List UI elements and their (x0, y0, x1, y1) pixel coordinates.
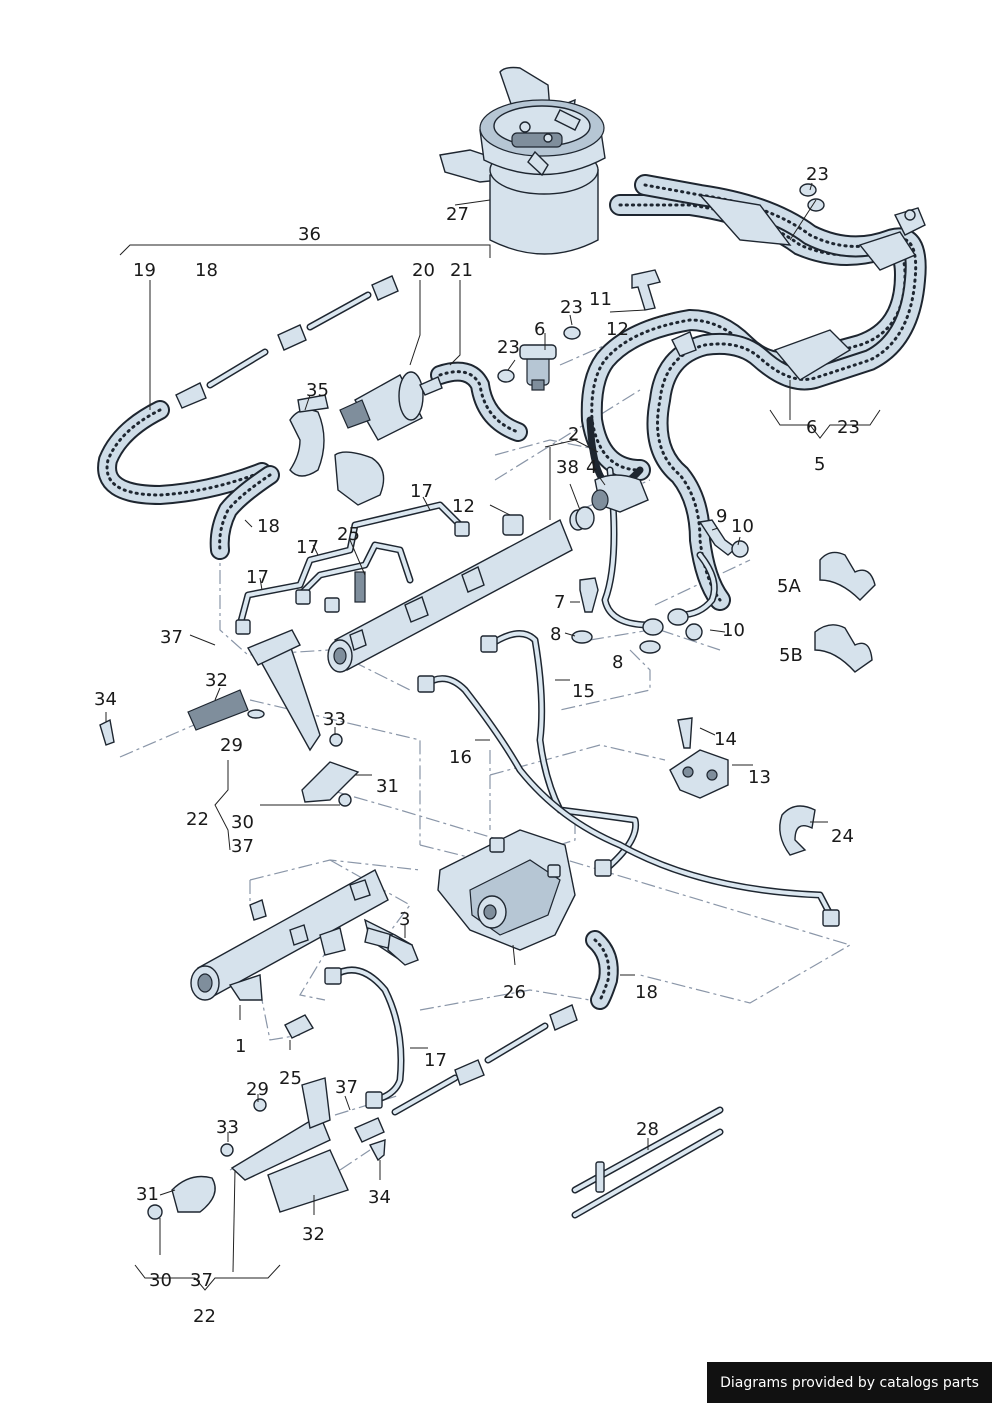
label-2: 2 (568, 424, 579, 445)
label-4: 4 (586, 457, 597, 478)
callout-labels: 27 36 19 18 20 21 23 11 23 12 6 23 35 6 … (94, 164, 860, 1327)
label-26: 26 (503, 982, 526, 1003)
label-17-b: 17 (296, 537, 319, 558)
label-28: 28 (636, 1119, 659, 1140)
hose-with-connectors (175, 275, 399, 409)
label-18-top: 18 (195, 260, 218, 281)
label-32-top: 32 (205, 670, 228, 691)
label-23-valve: 23 (560, 297, 583, 318)
label-12-top: 12 (606, 319, 629, 340)
label-29-bottom: 29 (246, 1079, 269, 1100)
high-pressure-pump (437, 829, 576, 951)
label-33-top: 33 (323, 709, 346, 730)
return-hose-lower (354, 1004, 578, 1143)
label-5A: 5A (777, 576, 801, 597)
label-34-top: 34 (94, 689, 117, 710)
hose-clips (779, 551, 876, 856)
label-33-bottom: 33 (216, 1117, 239, 1138)
label-25-top: 25 (337, 524, 360, 545)
label-31-bottom: 31 (136, 1184, 159, 1205)
label-7: 7 (554, 592, 565, 613)
label-17-a: 17 (410, 481, 433, 502)
label-6-bottom: 6 (806, 417, 817, 438)
label-30-top: 30 (231, 812, 254, 833)
small-hardware (571, 506, 749, 654)
label-19: 19 (133, 260, 156, 281)
label-5B: 5B (779, 645, 803, 666)
label-18-left: 18 (257, 516, 280, 537)
fuel-rail-lower (190, 869, 414, 1039)
pressure-sensor (364, 927, 419, 966)
label-12-rail: 12 (452, 496, 475, 517)
label-16: 16 (449, 747, 472, 768)
label-10-top: 10 (731, 516, 754, 537)
label-11: 11 (589, 289, 612, 310)
fuel-rail-upper (327, 474, 649, 673)
inline-fuel-filter (339, 371, 443, 441)
label-37-bottom: 37 (190, 1270, 213, 1291)
fuel-injector-lower (147, 1077, 386, 1220)
label-22-bottom: 22 (193, 1306, 216, 1327)
label-17-d: 17 (424, 1050, 447, 1071)
label-5: 5 (814, 454, 825, 475)
label-13: 13 (748, 767, 771, 788)
label-23-top: 23 (806, 164, 829, 185)
label-9: 9 (716, 506, 727, 527)
label-35: 35 (306, 380, 329, 401)
fuel-injector-upper (99, 629, 360, 807)
label-18-pump: 18 (635, 982, 658, 1003)
injector-pipes-upper (235, 501, 470, 635)
label-37-lower: 37 (335, 1077, 358, 1098)
label-29-top: 29 (220, 735, 243, 756)
label-20: 20 (412, 260, 435, 281)
label-25-bottom: 25 (279, 1068, 302, 1089)
label-10-bottom: 10 (722, 620, 745, 641)
attribution-banner: Diagrams provided by catalogs parts (707, 1362, 992, 1403)
label-15: 15 (572, 681, 595, 702)
label-27: 27 (446, 204, 469, 225)
fuel-line-harness (580, 174, 927, 636)
label-32-bottom: 32 (302, 1224, 325, 1245)
injector-pipe-lower (324, 966, 405, 1109)
label-21: 21 (450, 260, 473, 281)
label-14: 14 (714, 729, 737, 750)
fuel-valve-and-bolt (519, 269, 676, 391)
label-8-top: 8 (550, 624, 561, 645)
label-8-bottom: 8 (612, 652, 623, 673)
left-fuel-hoses (97, 361, 619, 1010)
label-1: 1 (235, 1036, 246, 1057)
leader-lines (105, 182, 881, 1291)
pipe-bracket (669, 717, 729, 799)
high-pressure-pipes (417, 630, 840, 927)
label-37-top: 37 (160, 627, 183, 648)
label-30-bottom: 30 (149, 1270, 172, 1291)
hose-clamps (497, 183, 825, 383)
label-34-bottom: 34 (368, 1187, 391, 1208)
fuel-filter-housing (439, 66, 606, 255)
label-31-top: 31 (376, 776, 399, 797)
label-37-middle: 37 (231, 836, 254, 857)
label-22-top: 22 (186, 809, 209, 830)
label-17-c: 17 (246, 567, 269, 588)
label-23-left: 23 (497, 337, 520, 358)
attribution-text: Diagrams provided by catalogs parts (720, 1374, 979, 1391)
label-6: 6 (534, 319, 545, 340)
label-23-bottom: 23 (837, 417, 860, 438)
label-38: 38 (556, 457, 579, 478)
label-24: 24 (831, 826, 854, 847)
label-3: 3 (399, 909, 410, 930)
label-36: 36 (298, 224, 321, 245)
